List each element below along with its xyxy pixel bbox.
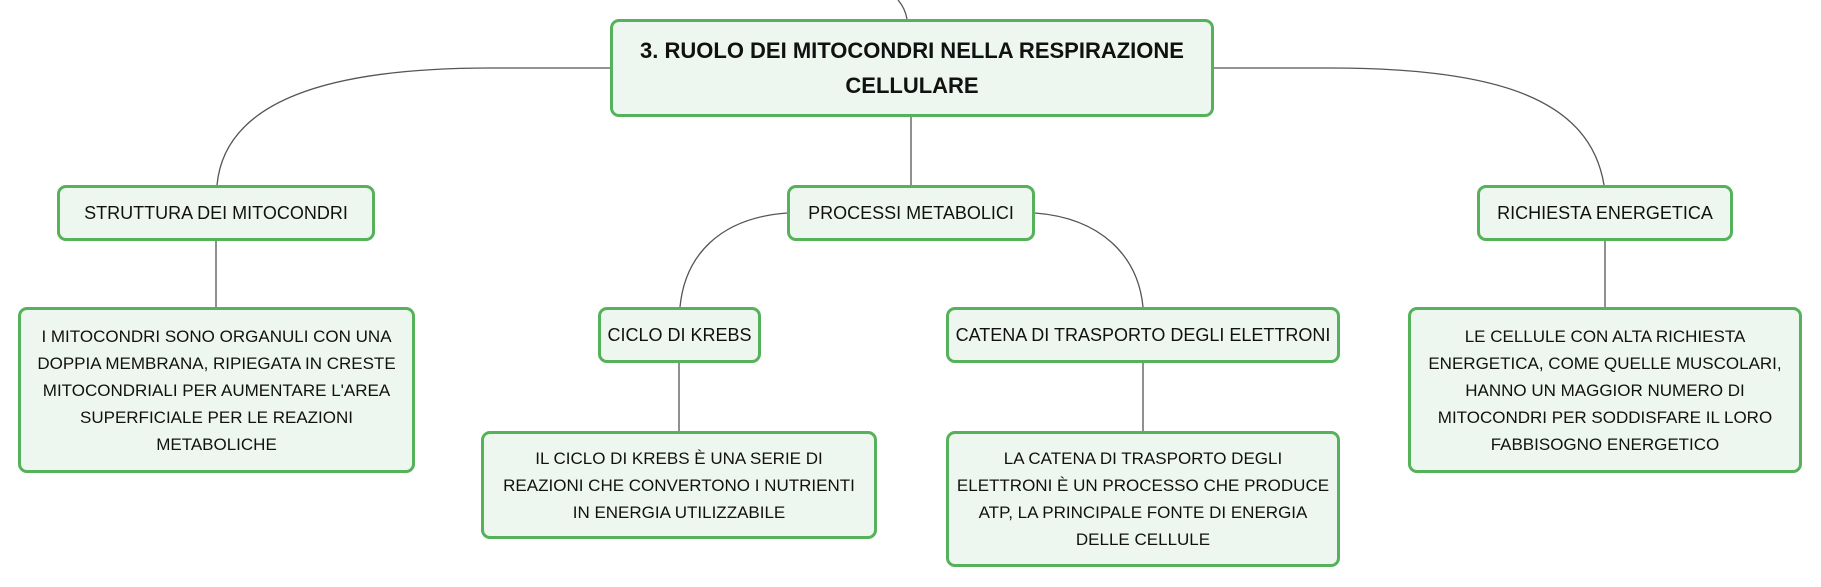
subtopic-krebs-label: CICLO DI KREBS bbox=[607, 325, 752, 345]
topic-richiesta[interactable]: RICHIESTA ENERGETICA bbox=[1477, 185, 1733, 241]
subtopic-struttura-detail[interactable]: I MITOCONDRI SONO ORGANULI CON UNA DOPPI… bbox=[18, 307, 415, 473]
topic-struttura[interactable]: STRUTTURA DEI MITOCONDRI bbox=[57, 185, 375, 241]
connector-processi-to-catena bbox=[1034, 212, 1144, 308]
topic-processi-label: PROCESSI METABOLICI bbox=[808, 203, 1014, 223]
root-topic-title: 3. RUOLO DEI MITOCONDRI NELLA RESPIRAZIO… bbox=[640, 38, 1184, 98]
connector-processi-to-krebs bbox=[679, 212, 788, 308]
connector-root-to-richiesta bbox=[1214, 67, 1605, 186]
connector-root-to-struttura bbox=[216, 67, 610, 186]
topic-processi[interactable]: PROCESSI METABOLICI bbox=[787, 185, 1035, 241]
subtopic-catena-text: LA CATENA DI TRASPORTO DEGLI ELETTRONI È… bbox=[956, 449, 1330, 549]
root-topic[interactable]: 3. RUOLO DEI MITOCONDRI NELLA RESPIRAZIO… bbox=[610, 19, 1214, 117]
subtopic-catena-detail[interactable]: LA CATENA DI TRASPORTO DEGLI ELETTRONI È… bbox=[946, 431, 1340, 567]
subtopic-struttura-text: I MITOCONDRI SONO ORGANULI CON UNA DOPPI… bbox=[37, 326, 396, 454]
topic-richiesta-label: RICHIESTA ENERGETICA bbox=[1497, 203, 1713, 223]
subtopic-krebs-detail[interactable]: IL CICLO DI KREBS È UNA SERIE DI REAZION… bbox=[481, 431, 877, 539]
connector-incoming-parent bbox=[897, 0, 908, 20]
subtopic-richiesta-detail[interactable]: LE CELLULE CON ALTA RICHIESTA ENERGETICA… bbox=[1408, 307, 1802, 473]
subtopic-catena[interactable]: CATENA DI TRASPORTO DEGLI ELETTRONI bbox=[946, 307, 1340, 363]
subtopic-krebs[interactable]: CICLO DI KREBS bbox=[598, 307, 761, 363]
subtopic-krebs-text: IL CICLO DI KREBS È UNA SERIE DI REAZION… bbox=[503, 448, 855, 522]
subtopic-richiesta-text: LE CELLULE CON ALTA RICHIESTA ENERGETICA… bbox=[1428, 326, 1782, 454]
subtopic-catena-label: CATENA DI TRASPORTO DEGLI ELETTRONI bbox=[955, 325, 1331, 345]
topic-struttura-label: STRUTTURA DEI MITOCONDRI bbox=[84, 203, 348, 223]
